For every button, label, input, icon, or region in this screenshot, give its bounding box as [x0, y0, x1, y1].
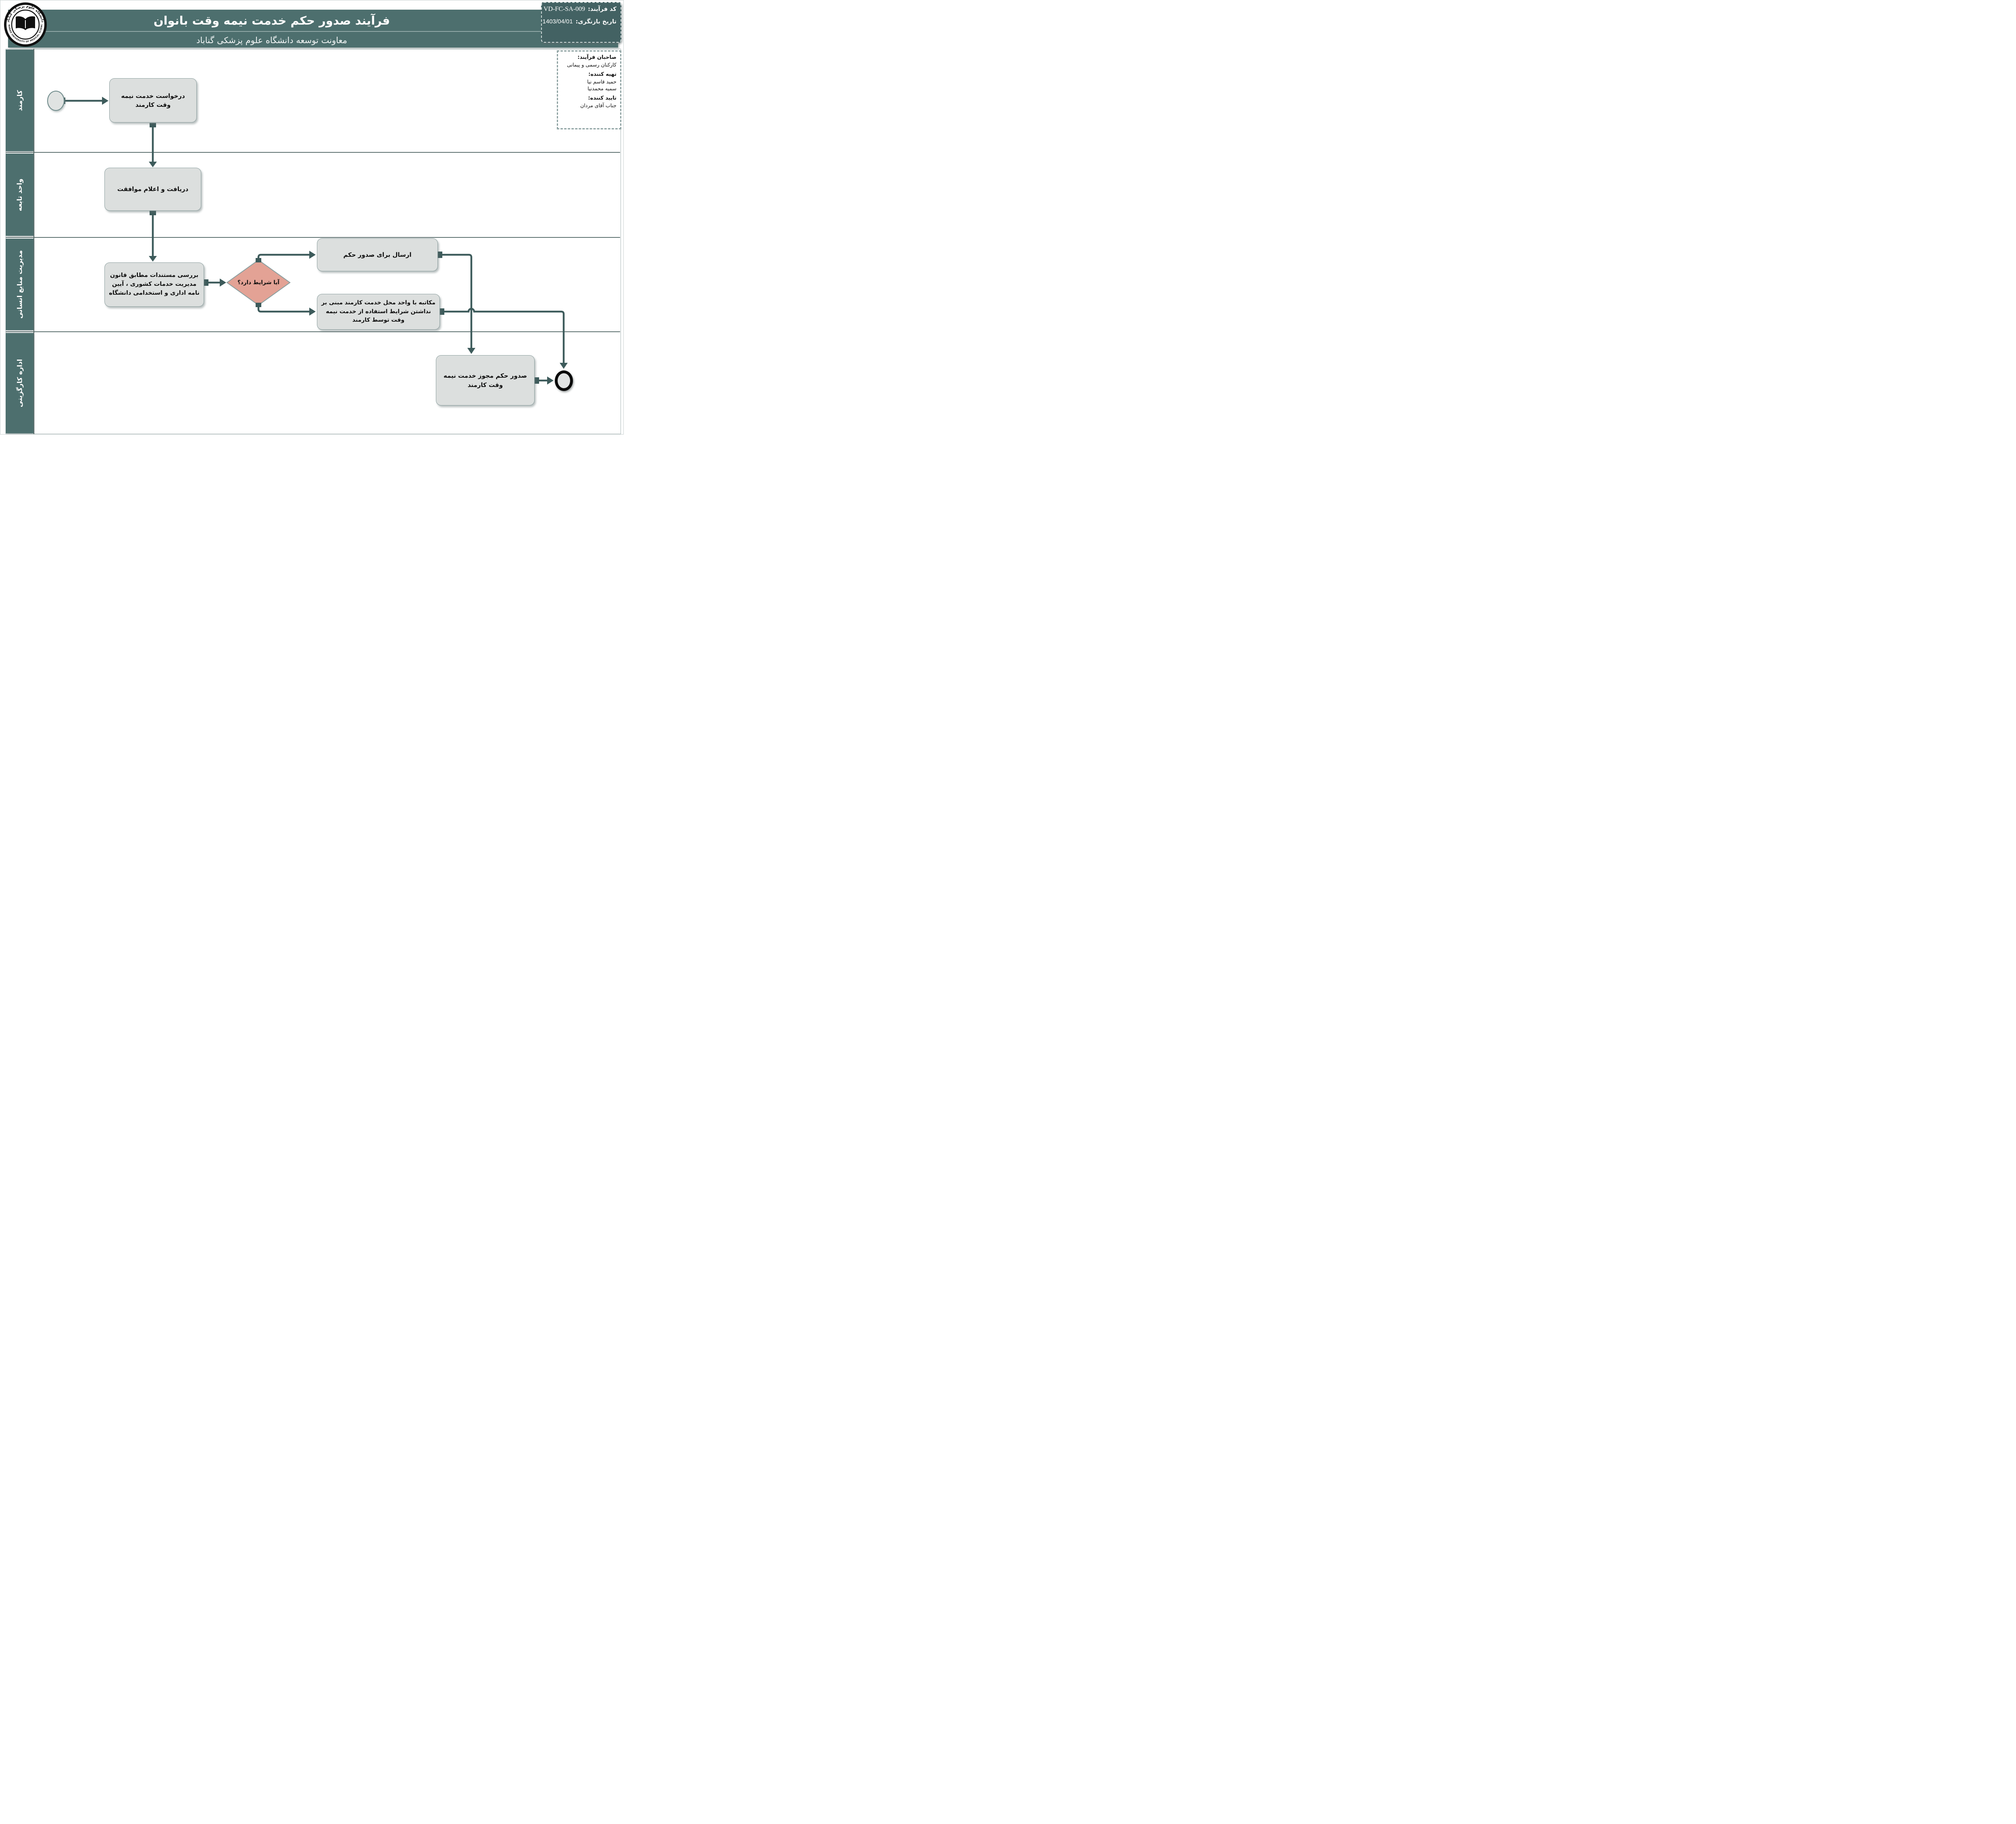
decision-has-conditions: آیا شرایط دارد؟ — [230, 274, 287, 291]
process-code-label: کد فرآیند: — [588, 6, 616, 12]
header-band: فرآیند صدور حکم خدمت نیمه وقت بانوان معا… — [8, 10, 618, 48]
task-send-for-decree: ارسال برای صدور حکم — [317, 238, 438, 271]
revision-date-row: تاریخ بازنگری: 1403/04/01 — [542, 18, 616, 25]
task-correspondence-no-conditions: مکاتبه با واحد محل خدمت کارمند مبنی بر ن… — [317, 294, 440, 330]
revision-date-value: 1403/04/01 — [542, 18, 573, 25]
owners-value: کارکنان رسمی و پیمانی — [567, 62, 616, 68]
approver-label: تایید کننده: — [588, 95, 616, 101]
start-event-circle — [47, 91, 65, 111]
task-issue-decree-label: صدور حکم مجوز خدمت نیمه وقت کارمند — [444, 372, 527, 389]
task-issue-decree: صدور حکم مجوز خدمت نیمه وقت کارمند — [436, 355, 535, 406]
task-correspondence-no-conditions-label: مکاتبه با واحد محل خدمت کارمند مبنی بر ن… — [321, 299, 435, 324]
task-request-parttime: درخواست خدمت نیمه وقت کارمند — [109, 78, 197, 123]
process-code-row: کد فرآیند: VD-FC-SA-009 — [544, 6, 616, 13]
task-request-parttime-label: درخواست خدمت نیمه وقت کارمند — [121, 92, 185, 109]
process-code-box: کد فرآیند: VD-FC-SA-009 تاریخ بازنگری: 1… — [541, 2, 621, 43]
revision-date-label: تاریخ بازنگری: — [575, 19, 616, 25]
decision-diamond-shape — [226, 259, 291, 306]
process-code-value: VD-FC-SA-009 — [543, 6, 585, 12]
page-title-row: فرآیند صدور حکم خدمت نیمه وقت بانوان — [8, 10, 618, 31]
page-subtitle: معاونت توسعه دانشگاه علوم پزشکی گناباد — [196, 35, 347, 45]
task-receive-agreement-label: دریافت و اعلام موافقت — [117, 185, 189, 193]
connector-send-to-issue — [438, 254, 473, 348]
connector-decision-yes-to-send — [257, 254, 309, 261]
lane-hr-management: مدیریت منابع انسانی — [6, 239, 33, 330]
preparer-name-2: سمیه محمدنیا — [587, 85, 616, 92]
preparer-name-1: حمید قاسم نیا — [587, 78, 616, 85]
university-logo-icon: دانشگاه علوم پزشکی گناباد GONABAD UNIVER… — [4, 2, 47, 47]
lane-employee: کارمند — [6, 50, 33, 151]
task-send-for-decree-label: ارسال برای صدور حکم — [343, 251, 412, 258]
lane-separator-3 — [6, 331, 620, 332]
decision-has-conditions-label: آیا شرایط دارد؟ — [237, 279, 280, 286]
task-review-documents-label: بررسی مستندات مطابق قانون مدیریت خدمات ک… — [109, 272, 200, 296]
task-receive-agreement: دریافت و اعلام موافقت — [104, 168, 201, 211]
page-subtitle-row: معاونت توسعه دانشگاه علوم پزشکی گناباد — [8, 31, 618, 48]
owners-label: صاحبان فرآیند: — [577, 54, 616, 60]
page-title: فرآیند صدور حکم خدمت نیمه وقت بانوان — [153, 13, 390, 27]
lane-separator-1 — [6, 152, 620, 153]
lane-separator-2 — [6, 237, 620, 238]
end-event-circle — [555, 370, 573, 391]
preparer-label: تهیه کننده: — [588, 71, 616, 77]
lane-column-edge — [33, 49, 34, 434]
process-diagram-page: فرآیند صدور حکم خدمت نیمه وقت بانوان معا… — [0, 0, 624, 435]
flow-connectors — [61, 97, 568, 385]
lane-subordinate-unit: واحد تابعه — [6, 154, 33, 236]
task-review-documents: بررسی مستندات مطابق قانون مدیریت خدمات ک… — [104, 262, 204, 307]
lane-personnel-office: اداره کارگزینی — [6, 333, 33, 433]
connector-decision-no-to-letter — [257, 304, 309, 313]
connector-letter-to-end — [440, 308, 565, 363]
process-owners-box: صاحبان فرآیند: کارکنان رسمی و پیمانی تهی… — [557, 50, 621, 129]
approver-value: جناب آقای مردان — [580, 102, 616, 109]
